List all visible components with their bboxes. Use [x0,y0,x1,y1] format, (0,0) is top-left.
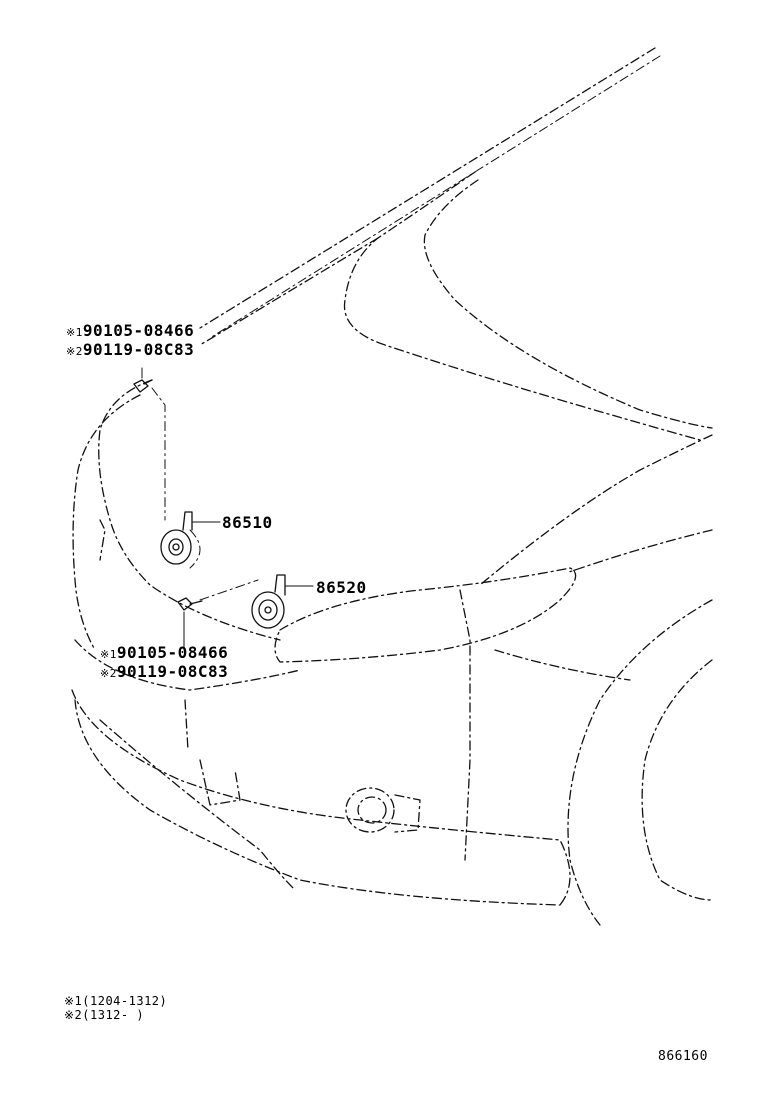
grille-vertical [184,699,189,751]
illustration-number: 866160 [658,1049,708,1064]
fender-front-line [494,649,631,681]
wheel-arch-inner [641,659,713,901]
footnote-1: ※1(1204-1312) [64,994,167,1008]
horn-86510-label[interactable]: 86510 [222,513,273,532]
a-pillar-line [199,47,656,329]
hood-crease [423,179,713,429]
cowl-line [199,237,379,346]
fog-lamp-inner [357,796,387,824]
footnote-marker: ※2 [64,1008,83,1022]
footnote-marker: ※1 [64,994,83,1008]
bumper-lower [74,699,561,906]
fender-edge [459,589,471,861]
fender-line [479,434,713,586]
fog-lamp-bezel [394,794,421,833]
bumper-upper [74,639,301,691]
front-corner [98,379,281,641]
horn-86520-label[interactable]: 86520 [316,578,367,597]
wheel-arch-outer [567,599,713,926]
horn-86520-illustration [251,574,286,629]
horn-86510-illustration [160,511,201,569]
hood-outline [343,171,701,441]
install-line-bottom [199,579,259,601]
part-number[interactable]: 90119-08C83 [116,662,229,681]
part-number[interactable]: 90119-08C83 [82,340,195,359]
headlamp [274,567,577,663]
part-number[interactable]: 90105-08466 [116,643,229,662]
part-number[interactable]: 90105-08466 [82,321,195,340]
bumper-main [71,689,571,906]
callout-marker: ※1 [66,326,83,339]
front-corner-inner [72,394,141,651]
a-pillar-line-inner [209,55,661,339]
bumper-lip [99,719,296,891]
body-side-line [569,529,713,573]
bolt-bottom-illustration [177,597,203,611]
callout-marker: ※2 [66,345,83,358]
footnotes: ※1(1204-1312) ※2(1312- ) [64,994,167,1022]
bolt-top-illustration [133,379,153,393]
grille-upper [99,519,106,561]
bottom-bolt-callout[interactable]: ※190105-08466 ※290119-08C83 [100,643,228,681]
footnote-2: ※2(1312- ) [64,1008,167,1022]
top-bolt-callout[interactable]: ※190105-08466 ※290119-08C83 [66,321,194,359]
callout-marker: ※2 [100,667,117,680]
fog-lamp-outer [345,787,395,833]
footnote-range: (1312- ) [82,1008,145,1022]
footnote-range: (1204-1312) [82,994,168,1008]
lower-grille [199,759,241,806]
install-line-top [151,387,166,521]
callout-marker: ※1 [100,648,117,661]
